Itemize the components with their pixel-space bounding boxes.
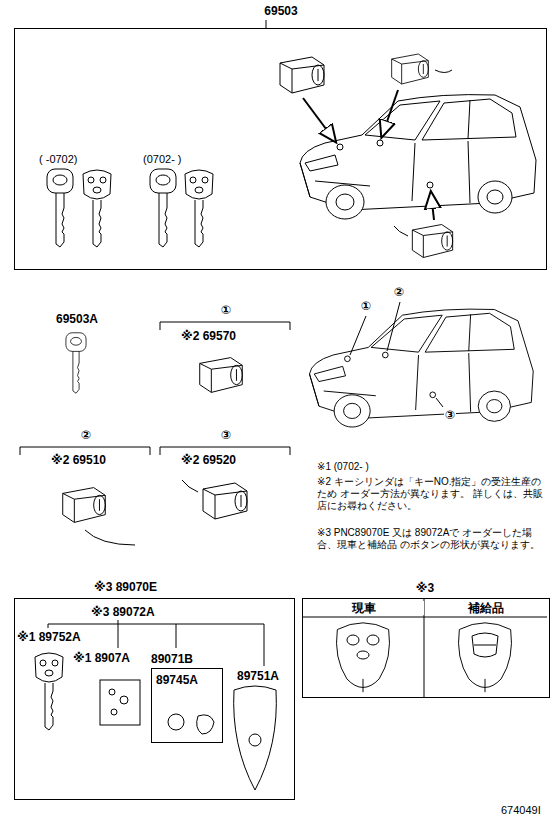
date-range: ( -0702): [38, 152, 79, 166]
part-number: 69503: [243, 4, 319, 18]
callout-number: ①: [360, 299, 372, 313]
part-number: 69503A: [55, 312, 99, 326]
part-number: ※3 89072A: [90, 605, 156, 619]
part-number: ※1 89752A: [16, 630, 82, 644]
callout-number: ②: [393, 285, 405, 299]
part-number: ※2 69520: [180, 453, 237, 467]
bracket-group: 89071B89745A: [151, 668, 223, 743]
callout-number: ②: [80, 428, 92, 442]
part-number: ※3 89070E: [93, 580, 158, 594]
button-table: ※3現車補給品: [302, 598, 550, 698]
note: ※2 キーシリンダは「キーNO.指定」の受注生産のため オーダー方法が異なります…: [316, 476, 550, 512]
note: ※1 (0702- ): [316, 461, 550, 473]
cell-text: 現車: [304, 601, 424, 615]
part-number: ※2 69570: [180, 329, 237, 343]
cell-text: 補給品: [426, 601, 546, 615]
kit-box: ※3 89070E89071B89745A: [14, 598, 295, 800]
part-number: ※2 69510: [50, 453, 107, 467]
part-number: 89751A: [236, 669, 280, 683]
assembly-box: 69503: [14, 28, 547, 270]
note: ※3 PNC89070E 又は 89072Aで オーダーした場合、現車と補給品 …: [316, 527, 550, 551]
date-range: (0702- ): [142, 152, 183, 166]
cell-text: 89745A: [155, 673, 199, 687]
part-number: ※3: [410, 581, 440, 595]
part-number: 89071B: [150, 652, 194, 666]
figure-id: 674049I: [500, 803, 542, 817]
callout-number: ①: [220, 303, 232, 317]
part-number: ※1 8907A: [72, 651, 131, 665]
callout-number: ③: [220, 428, 232, 442]
callout-number: ③: [444, 408, 456, 422]
